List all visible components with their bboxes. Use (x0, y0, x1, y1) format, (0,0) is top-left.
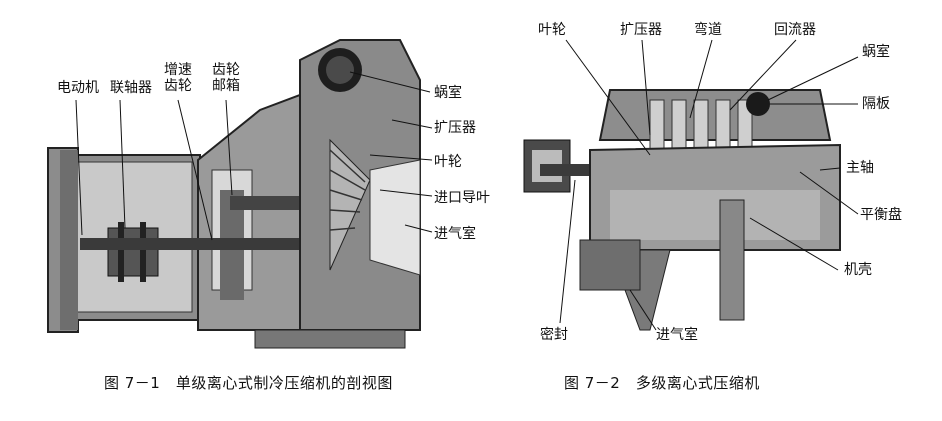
label-diffuser: 扩压器 (620, 22, 662, 38)
figure-caption: 图 7－2 多级离心式压缩机 (564, 374, 760, 392)
label-impeller: 叶轮 (538, 22, 566, 38)
label-casing: 机壳 (844, 262, 872, 278)
label-inlet-chamber: 进气室 (434, 226, 476, 242)
label-bend: 弯道 (694, 22, 722, 38)
figure-single-stage-compressor: 电动机 联轴器 增速齿轮 齿轮邮箱 蜗室 扩压器 叶轮 进口导叶 进气室 图 7… (47, 39, 490, 392)
label-return-channel: 回流器 (774, 22, 816, 38)
label-speed-gear: 增速齿轮 (164, 62, 192, 94)
label-seal: 密封 (540, 327, 568, 343)
label-volute: 蜗室 (434, 85, 462, 101)
figure-caption: 图 7－1 单级离心式制冷压缩机的剖视图 (104, 374, 393, 392)
label-main-shaft: 主轴 (846, 160, 874, 176)
label-coupling: 联轴器 (110, 80, 152, 96)
label-balance-disk: 平衡盘 (860, 207, 902, 223)
label-motor: 电动机 (57, 80, 99, 96)
label-gearbox: 齿轮邮箱 (212, 62, 240, 94)
multi-stage-compressor-drawing (523, 39, 859, 331)
label-diffuser: 扩压器 (434, 120, 476, 136)
label-volute: 蜗室 (862, 44, 890, 60)
single-stage-compressor-drawing (47, 39, 433, 349)
label-inlet-guide-vane: 进口导叶 (434, 190, 490, 206)
label-inlet-chamber: 进气室 (656, 327, 698, 343)
label-impeller: 叶轮 (434, 154, 462, 170)
label-partition: 隔板 (862, 96, 890, 112)
figure-multi-stage-compressor: 叶轮 扩压器 弯道 回流器 蜗室 隔板 主轴 平衡盘 机壳 密封 进气室 图 7… (520, 0, 942, 421)
